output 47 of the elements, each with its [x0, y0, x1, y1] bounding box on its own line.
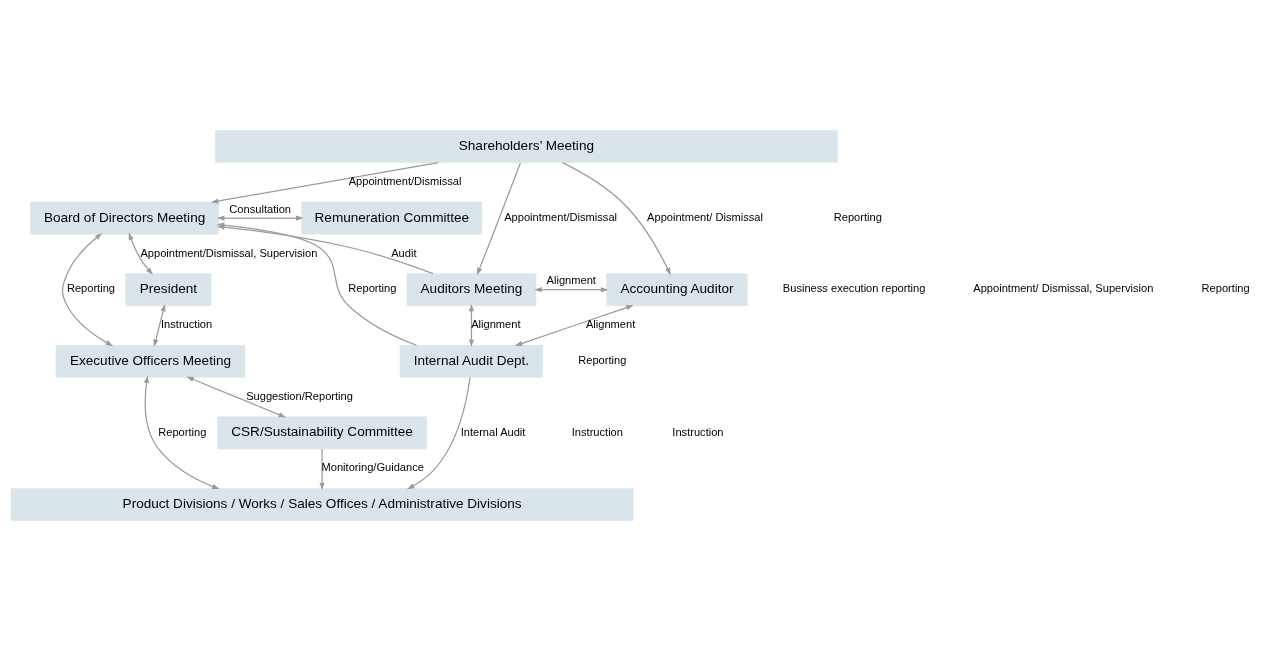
- label: Appointment/ Dismissal, Supervision: [973, 282, 1154, 295]
- label: Business execution reporting: [782, 282, 926, 295]
- edge-label: Consultation: [229, 202, 292, 215]
- edge-label: Appointment/Dismissal: [504, 210, 618, 223]
- node-box: CSR/Sustainability Committee: [217, 416, 427, 450]
- node-box: President: [125, 273, 212, 307]
- arrow: [514, 305, 634, 346]
- edge-label: Instruction: [161, 318, 213, 331]
- arrow: [476, 162, 522, 276]
- node-box: Product Divisions / Works / Sales Offices / Administrative Divisions: [10, 488, 634, 521]
- arrow: [561, 162, 671, 276]
- arrow: [216, 215, 304, 221]
- edge-label: Audit: [391, 246, 417, 259]
- arrow: [186, 376, 286, 418]
- edge-label: Alignment: [546, 274, 596, 287]
- node-box: Accounting Auditor: [606, 273, 748, 307]
- label: Reporting: [1201, 282, 1250, 295]
- node-box: Auditors Meeting: [406, 273, 537, 307]
- edge-label: Alignment: [471, 318, 521, 331]
- edge-label: Appointment/Dismissal, Supervision: [140, 246, 318, 259]
- arrow: [534, 287, 609, 293]
- arrow: [319, 448, 325, 491]
- label: Reporting: [578, 354, 627, 367]
- node-box: Board of Directors Meeting: [30, 201, 219, 235]
- node-box: Remuneration Committee: [301, 201, 483, 235]
- arrow: [407, 376, 471, 490]
- edge-label: Appointment/ Dismissal: [647, 210, 764, 223]
- arrow: [468, 303, 475, 347]
- label: Instruction: [571, 425, 623, 438]
- node-box: Executive Officers Meeting: [55, 344, 246, 378]
- node-box: Shareholders’ Meeting: [215, 130, 838, 163]
- edge-label: Reporting: [348, 282, 397, 295]
- label: Instruction: [672, 425, 724, 438]
- arrow: [143, 375, 220, 490]
- label: Reporting: [833, 210, 882, 223]
- edge-label: Internal Audit: [460, 425, 526, 438]
- edge-label: Suggestion/Reporting: [246, 389, 353, 402]
- arrow: [128, 232, 153, 275]
- arrow: [153, 303, 166, 347]
- edge-label: Appointment/Dismissal: [348, 175, 462, 188]
- edge-label: Monitoring/Guidance: [321, 461, 424, 474]
- edge-label: Reporting: [158, 425, 207, 438]
- arrow: [61, 233, 114, 347]
- edge-label: Reporting: [66, 282, 115, 295]
- arrow: [210, 161, 439, 204]
- node-box: Internal Audit Dept.: [399, 344, 544, 378]
- edge-label: Alignment: [585, 318, 636, 331]
